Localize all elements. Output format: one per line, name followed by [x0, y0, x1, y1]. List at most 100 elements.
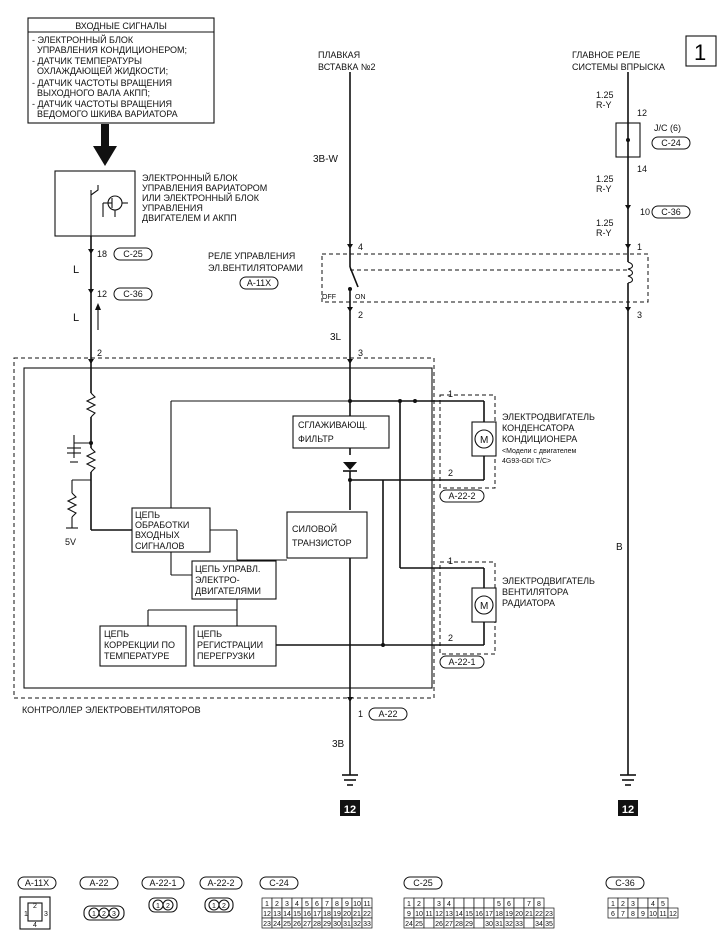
motor1-label-4: <Модели с двигателем [502, 448, 576, 455]
pin-label: 13 [273, 911, 281, 918]
pin-label: 21 [525, 911, 533, 918]
wire-ry-c: R-Y [596, 228, 612, 238]
pin-relay-1: 1 [637, 242, 642, 252]
input-signal-4b: ВЕДОМОГО ШКИВА ВАРИАТОРА [37, 109, 178, 119]
legend-a11x-pin-1: 1 [24, 911, 28, 918]
pin-label: 1 [265, 901, 269, 908]
pin-label: 31 [495, 921, 503, 928]
pin-cell [637, 897, 649, 909]
pin-label: 9 [641, 911, 645, 918]
pin-label: 14 [283, 911, 291, 918]
conn-c24: C-24 [661, 138, 681, 148]
motor-ctrl-2: ЭЛЕКТРО- [195, 575, 240, 585]
ground-symbol-right [618, 774, 638, 816]
pin-label: 7 [527, 901, 531, 908]
overload-box [193, 625, 277, 667]
input-signal-4a: - ДАТЧИК ЧАСТОТЫ ВРАЩЕНИЯ [32, 99, 172, 109]
page-number-box [685, 35, 717, 67]
pin-10: 10 [640, 207, 650, 217]
overload-2: РЕГИСТРАЦИИ [197, 640, 263, 650]
temp-corr-2: КОРРЕКЦИИ ПО [104, 640, 175, 650]
legend-a22-1: A-22-1 [149, 878, 176, 888]
pin-label: 22 [363, 911, 371, 918]
ecu-label-2: УПРАВЛЕНИЯ ВАРИАТОРОМ [142, 183, 267, 193]
input-signals-title: ВХОДНЫЕ СИГНАЛЫ [75, 21, 167, 31]
pin-label: 28 [455, 921, 463, 928]
pin-label: 10 [353, 901, 361, 908]
motor1-label-3: КОНДИЦИОНЕРА [502, 434, 577, 444]
pin-cell [473, 917, 485, 929]
motor1-label-5: 4G93-GDI T/C> [502, 458, 551, 465]
pin-jc-12: 12 [637, 108, 647, 118]
pin-relay-3: 3 [637, 310, 642, 320]
pin-label: 1 [611, 901, 615, 908]
transistor-label-2: ТРАНЗИСТОР [292, 538, 352, 548]
main-relay-label-1: ГЛАВНОЕ РЕЛЕ [572, 50, 640, 60]
temp-correction-box [99, 625, 187, 667]
wire-125-a: 1.25 [596, 90, 614, 100]
connector-legend: A-11X 2 1 3 4 A-22 1 2 3 A-22-1 1 2 A-22… [17, 876, 679, 930]
pin-label: 19 [333, 911, 341, 918]
pin-label: 23 [263, 921, 271, 928]
relay-on: ON [355, 294, 366, 301]
jc-label: J/C (6) [654, 123, 681, 133]
motor1-label-1: ЭЛЕКТРОДВИГАТЕЛЬ [502, 412, 595, 422]
legend-a11x-pin-2: 2 [33, 903, 37, 910]
input-signals-box: ВХОДНЫЕ СИГНАЛЫ - ЭЛЕКТРОННЫЙ БЛОК УПРАВ… [27, 17, 215, 124]
pin-label: 2 [621, 901, 625, 908]
input-circuit-3: ВХОДНЫХ [135, 530, 180, 540]
pin-cell [453, 897, 465, 909]
pin-label: 5 [497, 901, 501, 908]
pin-jc-14: 14 [637, 164, 647, 174]
signal-arrow [93, 124, 117, 166]
motor2-label-2: ВЕНТИЛЯТОРА [502, 587, 568, 597]
temp-corr-1: ЦЕПЬ [104, 629, 129, 639]
wire-b: B [616, 542, 623, 553]
legend-a11x: A-11X [25, 878, 49, 888]
conn-a22-1: A-22-1 [448, 657, 475, 667]
pin-label: 18 [495, 911, 503, 918]
motor1-icon [474, 429, 494, 449]
m2-pin-2: 2 [448, 633, 453, 643]
temp-corr-3: ТЕМПЕРАТУРЕ [104, 651, 169, 661]
main-relay-label-2: СИСТЕМЫ ВПРЫСКА [572, 62, 665, 72]
wire-3b-w: 3B-W [313, 154, 339, 165]
legend-a22-1-pin-2: 2 [166, 903, 170, 910]
input-signal-2b: ОХЛАЖДАЮЩЕЙ ЖИДКОСТИ; [37, 65, 168, 76]
legend-a22-pin-1: 1 [92, 911, 96, 918]
pin-label: 16 [303, 911, 311, 918]
pin-label: 6 [507, 901, 511, 908]
wire-125-b: 1.25 [596, 174, 614, 184]
pin-label: 28 [313, 921, 321, 928]
ground-ref-left: 12 [344, 804, 356, 816]
legend-a22-2: A-22-2 [207, 878, 234, 888]
pin-label: 17 [313, 911, 321, 918]
pin-label: 17 [485, 911, 493, 918]
pin-18: 18 [97, 249, 107, 259]
pin-label: 30 [485, 921, 493, 928]
pin-label: 33 [515, 921, 523, 928]
legend-a22-1-pin-1: 1 [156, 903, 160, 910]
legend-a22-pin-2: 2 [102, 911, 106, 918]
ecu-label-3: ИЛИ ЭЛЕКТРОННЫЙ БЛОК [142, 192, 260, 203]
pin-label: 29 [323, 921, 331, 928]
pin-relay-4: 4 [358, 242, 363, 252]
legend-c36: C-36 [615, 878, 635, 888]
pin-label: 32 [505, 921, 513, 928]
motor1-body [471, 421, 497, 457]
voltage-5v: 5V [65, 537, 76, 547]
filter-label-2: ФИЛЬТР [298, 434, 334, 444]
pin-label: 26 [435, 921, 443, 928]
pin-label: 10 [415, 911, 423, 918]
legend-a11x-pin-3: 3 [44, 911, 48, 918]
conn-c24-tag [651, 136, 691, 150]
ecu-label-5: ДВИГАТЕЛЕМ И АКПП [142, 213, 237, 223]
wire-ry-a: R-Y [596, 100, 612, 110]
diode-symbol [343, 462, 357, 470]
pin-cell [473, 897, 485, 909]
m1-pin-2: 2 [448, 468, 453, 478]
pin-label: 34 [535, 921, 543, 928]
m2-pin-1: 1 [448, 556, 453, 566]
pin-label: 8 [335, 901, 339, 908]
